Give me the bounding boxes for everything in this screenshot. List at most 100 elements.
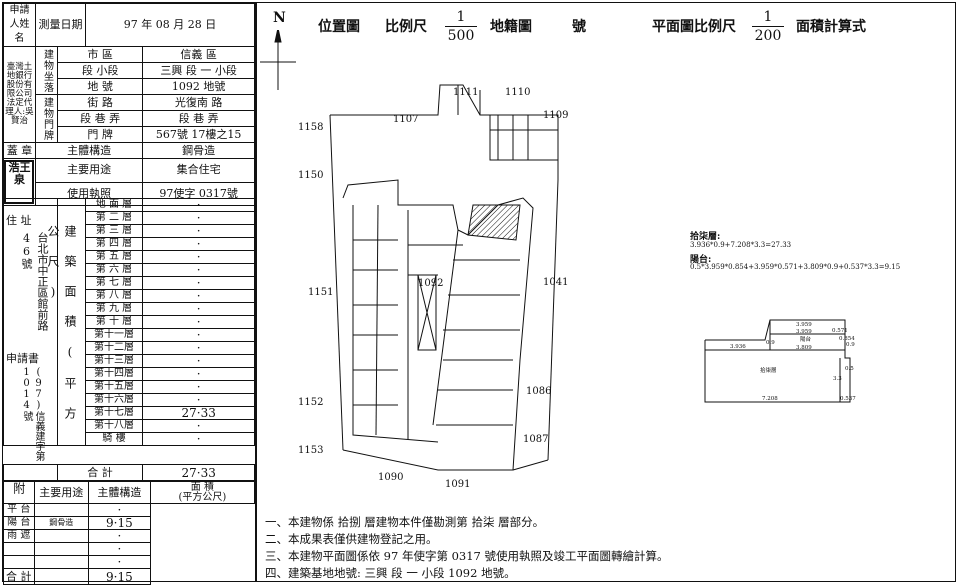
- applicant-value: 臺灣土地銀行股份有限公司 法定代理人:吳賢治: [3, 46, 36, 143]
- floor-name: 第十四層: [84, 367, 144, 381]
- door-number-value: 567號 17樓之15: [142, 126, 255, 143]
- floor-area: ·: [142, 276, 255, 290]
- floor-row: 第 三 層·: [4, 224, 255, 238]
- floor-area: ·: [142, 380, 255, 394]
- parcel-number: 1110: [505, 87, 530, 98]
- floor-name: 第十八層: [84, 419, 144, 433]
- attached-use: 陽 台: [3, 516, 35, 530]
- calc-floor-title: 拾柒層:: [690, 232, 721, 242]
- attached-row: ·: [3, 555, 255, 569]
- parcel-number: 1111: [453, 87, 478, 98]
- survey-date-label: 測量日期: [34, 3, 86, 47]
- plan-dim-2: 3.959: [796, 329, 812, 335]
- attached-use: 平 台: [3, 503, 35, 517]
- parcel-number: 1086: [526, 386, 551, 397]
- floor-row: 第十五層·: [4, 380, 255, 394]
- attached-row: 雨 遮 ·: [3, 529, 255, 543]
- floor-name: 第 六 層: [84, 263, 144, 277]
- lane-label: 段 巷 弄: [56, 110, 144, 127]
- plan-dim-10: 7.208: [762, 396, 778, 402]
- floor-row: 第 七 層·: [4, 276, 255, 290]
- floor-area: ·: [142, 263, 255, 277]
- scale-num-1: 1: [445, 8, 477, 27]
- street-label: 街 路: [56, 94, 144, 111]
- attached-struct: [33, 542, 89, 556]
- attached-area: ·: [87, 529, 151, 543]
- note-line: 二、本成果表僅供建物登記之用。: [265, 532, 438, 546]
- plan-dim-12: 0.5: [845, 366, 854, 372]
- attached-use: 雨 遮: [3, 529, 35, 543]
- plan-dim-4: 3.936: [730, 344, 746, 350]
- parcel-number: 1087: [523, 434, 548, 445]
- total-value: 27·33: [142, 464, 255, 481]
- scale-label-1: 比例尺: [385, 19, 427, 35]
- plan-dim-11: 0.537: [840, 396, 856, 402]
- attached-table: 附屬建物 主要用途 主體構造 面 積(平方公尺) 平 台·陽 台鋼骨造9·15雨…: [3, 481, 256, 585]
- attached-struct: [33, 503, 89, 517]
- floor-name: 第 七 層: [84, 276, 144, 290]
- floor-name: 第 八 層: [84, 289, 144, 303]
- floor-row: 第十三層·: [4, 354, 255, 368]
- usage-label: 主要用途: [34, 158, 144, 183]
- parcel-number: 1153: [298, 445, 323, 456]
- calc-balcony-formula: 0.5*3.959*0.854+3.959*0.571+3.809*0.9+0.…: [690, 263, 901, 271]
- seal-label: 蓋 章: [3, 142, 36, 159]
- scale-num-2: 1: [752, 8, 784, 27]
- attached-area: ·: [87, 555, 151, 569]
- floor-area: ·: [142, 250, 255, 264]
- parcel-number: 1041: [543, 277, 568, 288]
- parcel-number: 1151: [308, 287, 333, 298]
- north-label: N: [273, 10, 286, 26]
- attached-row: ·: [3, 542, 255, 556]
- floor-area: ·: [142, 341, 255, 355]
- street-value: 光復南 路: [142, 94, 255, 111]
- scale-fraction-2: 1 200: [752, 8, 784, 45]
- attached-area: ·: [87, 503, 151, 517]
- parcel-number: 1150: [298, 170, 323, 181]
- floor-row: 騎 樓·: [4, 432, 255, 446]
- attached-use: [3, 542, 35, 556]
- survey-date-value: 97 年 08 月 28 日: [84, 3, 256, 47]
- parcel-number: 1158: [298, 122, 323, 133]
- total-label: 合 計: [56, 464, 144, 481]
- scale-fraction-1: 1 500: [445, 8, 477, 45]
- floor-name: 第十五層: [84, 380, 144, 394]
- parcel-number: 1091: [445, 479, 470, 490]
- attached-label: 附屬建物: [3, 481, 35, 504]
- floor-area: ·: [142, 289, 255, 303]
- floor-row: 第 十 層·: [4, 315, 255, 329]
- floor-row: 第 八 層·: [4, 289, 255, 303]
- att-use-header: 主要用途: [33, 481, 89, 504]
- permit-label: 申請書: [6, 352, 39, 365]
- plan-dim-8: 0.9: [846, 342, 855, 348]
- floor-name: 第 十 層: [84, 315, 144, 329]
- floor-row: 第 六 層·: [4, 263, 255, 277]
- attached-struct: [33, 555, 89, 569]
- location-label: 建物坐落: [34, 46, 58, 95]
- floor-row: 地 面 層·: [3, 198, 255, 446]
- floor-name: 第十一層: [84, 328, 144, 342]
- calc-balcony-title: 陽台:: [690, 255, 712, 265]
- plan-dim-3: 3.809: [796, 345, 812, 351]
- floor-area: ·: [142, 211, 255, 225]
- parcel-number: 1107: [393, 114, 418, 125]
- land-no-value: 1092 地號: [142, 78, 255, 95]
- structure-value: 鋼骨造: [142, 142, 255, 159]
- att-area-unit: (平方公尺): [178, 491, 227, 503]
- address-label: 住 址: [6, 214, 32, 227]
- floor-area: ·: [142, 419, 255, 433]
- floor-area: ·: [142, 198, 255, 212]
- floor-area: 27·33: [142, 406, 255, 420]
- plan-dim-6: 0.571: [832, 328, 848, 334]
- address-value: 台北市中正區館前路46號: [20, 232, 49, 331]
- parcel-number: 1109: [543, 110, 568, 121]
- floor-name: 地 面 層: [84, 198, 144, 212]
- location-map-title: 位置圖: [318, 19, 360, 35]
- att-total-value: 9·15: [87, 568, 151, 585]
- floor-name: 第 九 層: [84, 302, 144, 316]
- floor-row: 第十四層·: [4, 367, 255, 381]
